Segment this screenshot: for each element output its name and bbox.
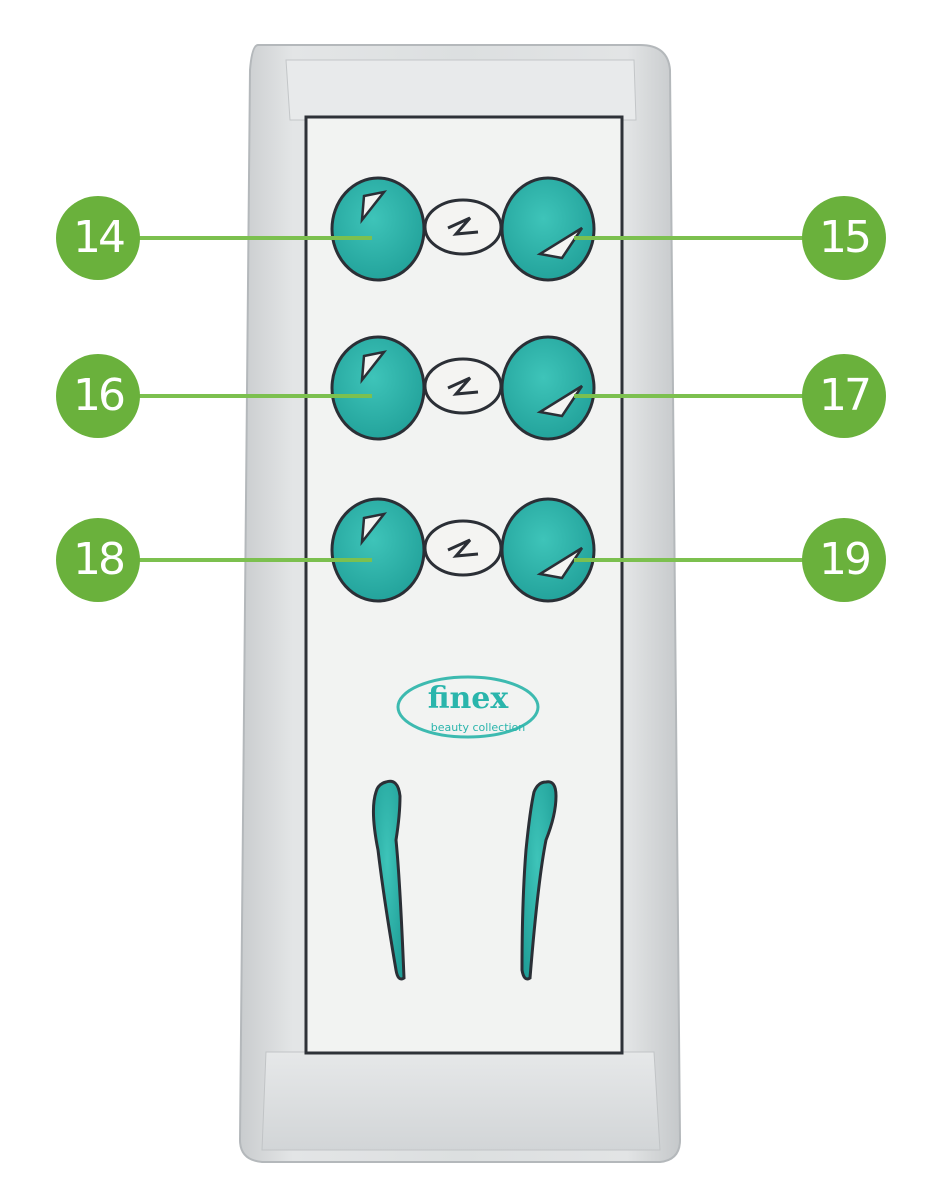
teardrop-slider-left[interactable] <box>371 779 406 981</box>
callout-19: 19 <box>802 518 886 602</box>
brand-logo: finex beauty collection <box>396 675 540 739</box>
button-row-3 <box>330 497 596 603</box>
callout-18: 18 <box>56 518 140 602</box>
top-lip <box>285 59 637 121</box>
triangle-marker-icon <box>360 190 388 225</box>
callout-14: 14 <box>56 196 140 280</box>
massage-figure-icon <box>447 216 479 236</box>
callout-17: 17 <box>802 354 886 438</box>
triangle-marker-icon <box>360 350 388 385</box>
massage-figure-icon <box>447 376 479 396</box>
logo-tagline: beauty collection <box>431 721 526 734</box>
callout-lines <box>130 236 812 562</box>
triangle-marker-icon <box>536 226 584 260</box>
logo-oval <box>396 675 540 739</box>
teardrop-slider-right[interactable] <box>520 780 558 981</box>
button-row-2 <box>330 335 596 441</box>
triangle-marker-icon <box>536 546 584 580</box>
button-row-1 <box>330 176 596 282</box>
bottom-cap <box>261 1051 661 1151</box>
triangle-marker-icon <box>536 384 584 418</box>
callout-15: 15 <box>802 196 886 280</box>
callout-16: 16 <box>56 354 140 438</box>
logo-name: finex <box>428 681 510 716</box>
massage-figure-icon <box>447 538 479 558</box>
triangle-marker-icon <box>360 512 388 547</box>
